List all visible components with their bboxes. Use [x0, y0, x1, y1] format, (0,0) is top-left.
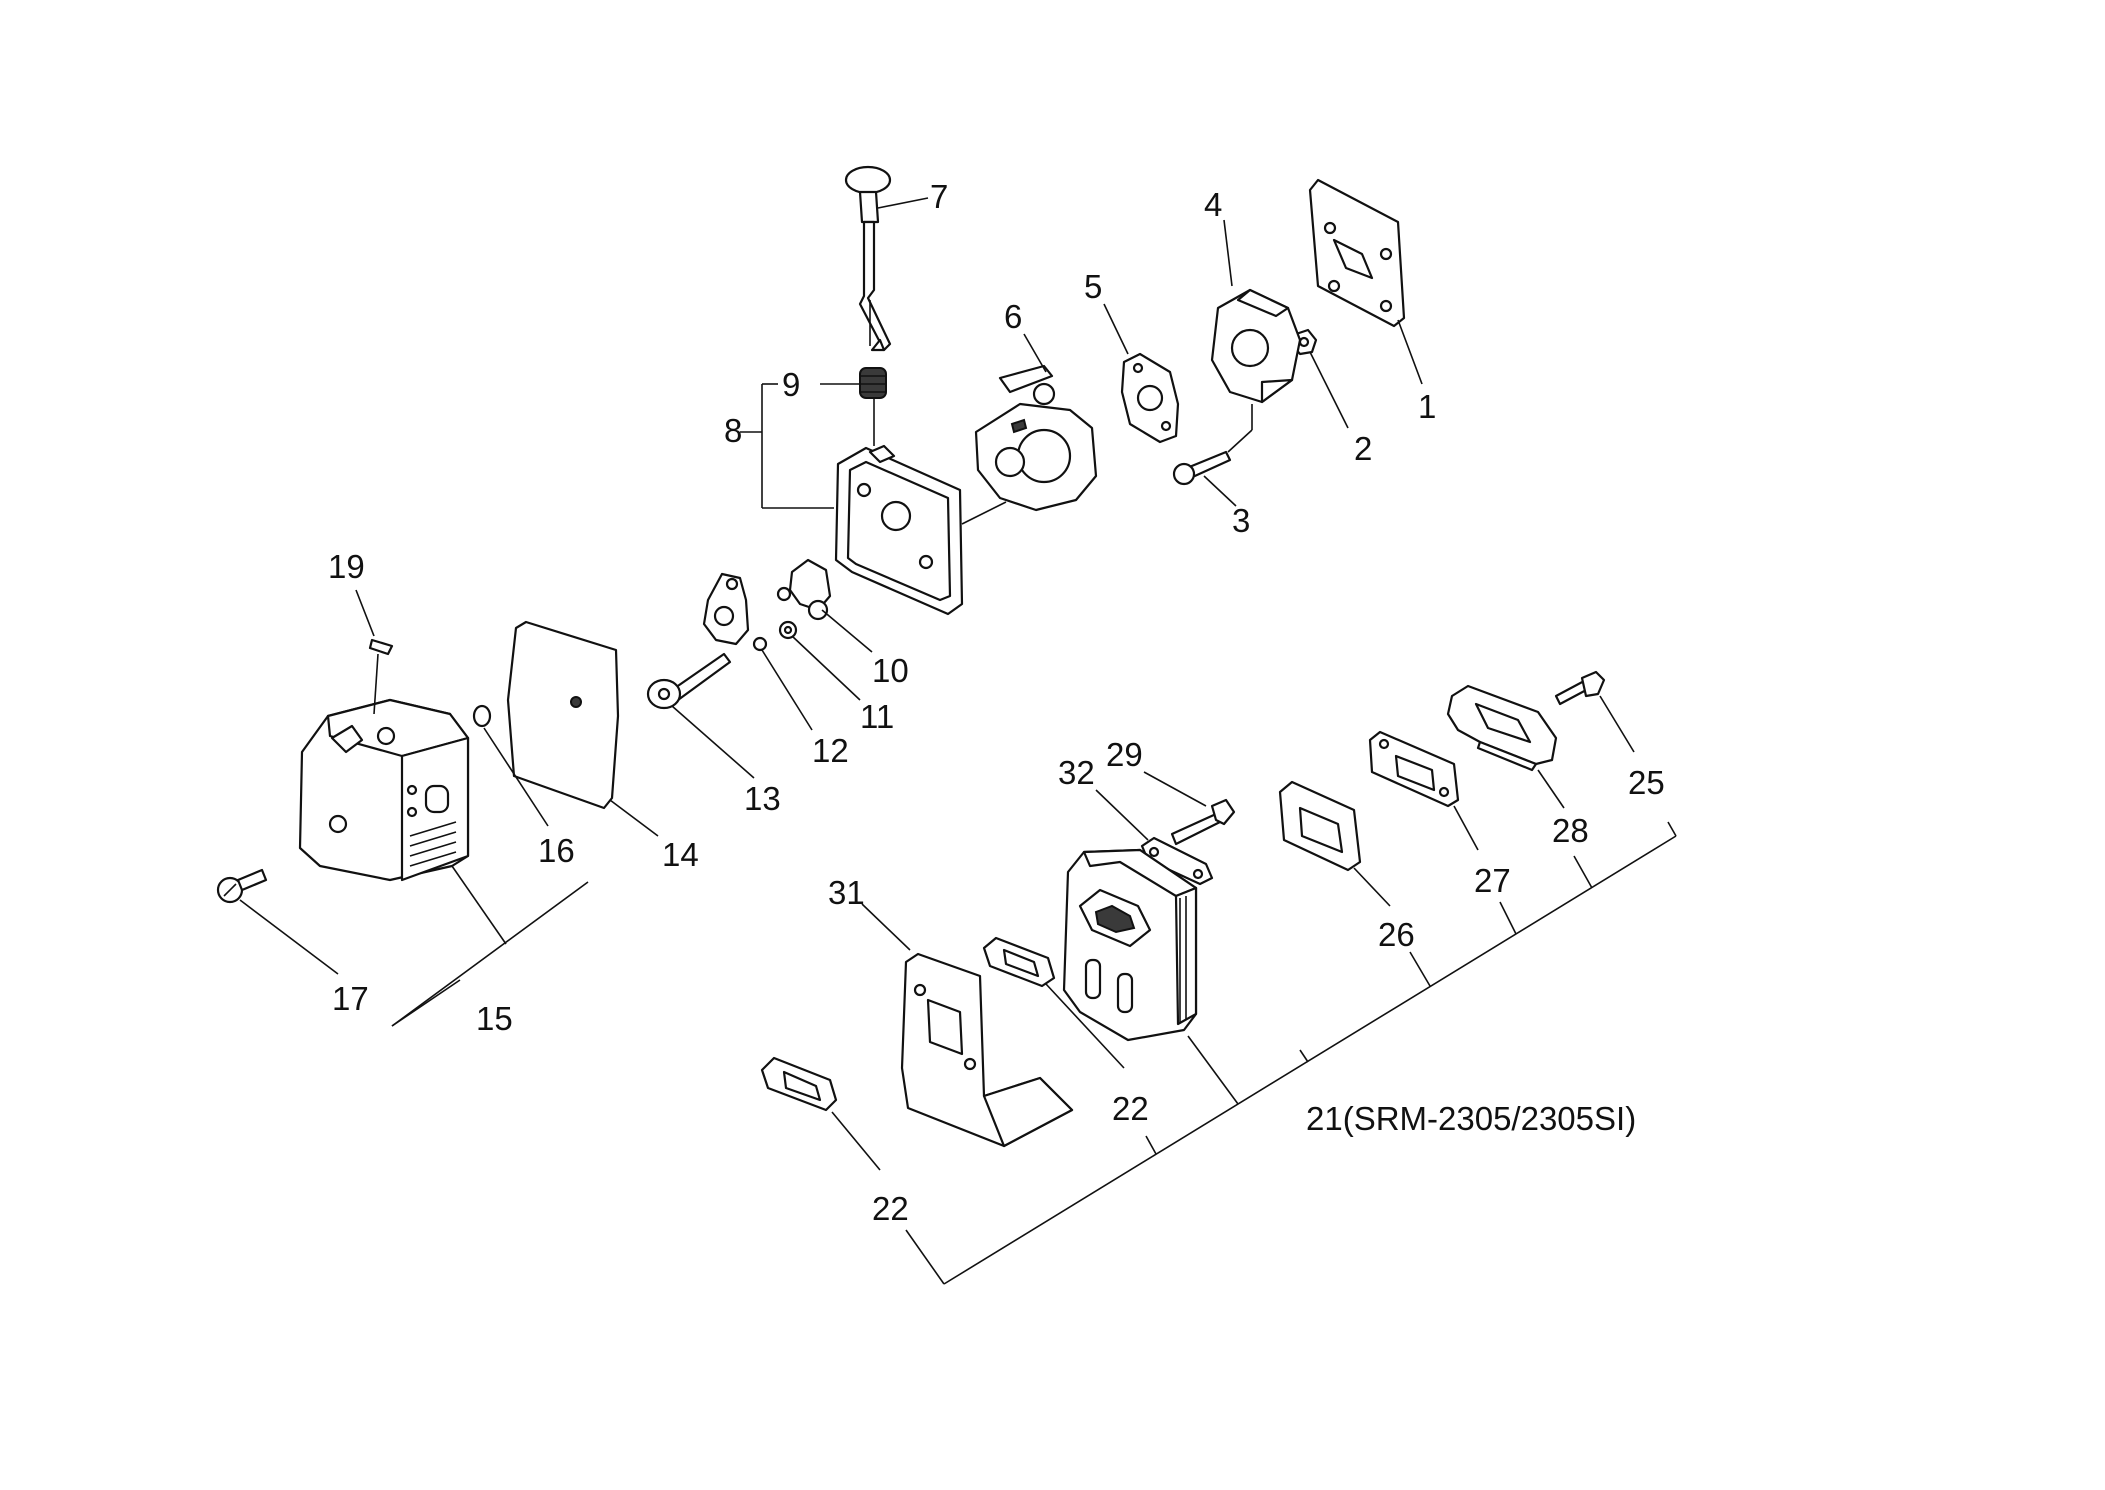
part-12-bracket	[702, 572, 768, 652]
callout-2: 2	[1354, 430, 1372, 467]
part-3-bolt	[1172, 450, 1232, 486]
part-31-heat-shield	[900, 952, 1074, 1148]
callout-28: 28	[1552, 812, 1589, 849]
callout-31: 31	[828, 874, 865, 911]
callout-29: 29	[1106, 736, 1143, 773]
callout-27: 27	[1474, 862, 1511, 899]
part-22-gasket-lower	[760, 1056, 838, 1112]
callout-26: 26	[1378, 916, 1415, 953]
callout-22-upper: 22	[1112, 1090, 1149, 1127]
callout-6: 6	[1004, 298, 1022, 335]
callout-7: 7	[930, 178, 948, 215]
part-9-spring	[859, 367, 887, 399]
part-11-washer	[778, 620, 798, 640]
part-13-bolt	[646, 652, 732, 710]
callout-32: 32	[1058, 754, 1095, 791]
callout-21: 21(SRM-2305/2305SI)	[1306, 1100, 1636, 1137]
callout-8: 8	[724, 412, 742, 449]
part-10-plate	[776, 558, 832, 621]
part-21-muffler	[1062, 848, 1198, 1042]
callout-4: 4	[1204, 186, 1222, 223]
callout-11: 11	[860, 698, 894, 735]
part-8-air-cleaner-case	[834, 444, 964, 616]
part-4-insulator	[1210, 288, 1302, 404]
part-17-screw	[216, 868, 268, 904]
callout-14: 14	[662, 836, 699, 873]
part-25-bolt	[1554, 670, 1606, 706]
callout-labels: 1 2 3 4 5 6 7 8 9 10 11 12 13 14 15 16 1…	[328, 178, 1665, 1227]
part-1-gasket	[1308, 178, 1406, 328]
callout-19: 19	[328, 548, 365, 585]
callout-25: 25	[1628, 764, 1665, 801]
leader-lines	[239, 197, 1677, 1285]
callout-9: 9	[782, 366, 800, 403]
part-27-gasket	[1368, 730, 1460, 808]
part-5-gasket	[1120, 352, 1180, 444]
part-16-ring	[472, 704, 492, 728]
part-14-air-filter	[506, 620, 620, 810]
part-6-carburetor	[974, 364, 1098, 512]
callout-13: 13	[744, 780, 781, 817]
callout-12: 12	[812, 732, 849, 769]
callout-17: 17	[332, 980, 369, 1017]
callout-3: 3	[1232, 502, 1250, 539]
callout-22-lower: 22	[872, 1190, 909, 1227]
part-7-choke-rod	[844, 165, 892, 352]
part-26-gasket	[1278, 780, 1362, 872]
callout-1: 1	[1418, 388, 1436, 425]
callout-5: 5	[1084, 268, 1102, 305]
callout-10: 10	[872, 652, 909, 689]
part-28-muffler-cap	[1446, 684, 1558, 772]
part-15-cover	[298, 698, 470, 882]
callout-15: 15	[476, 1000, 513, 1037]
part-22-gasket-upper	[982, 936, 1056, 988]
callout-16: 16	[538, 832, 575, 869]
part-19-clip	[368, 638, 394, 656]
part-29-bolt	[1170, 798, 1236, 846]
